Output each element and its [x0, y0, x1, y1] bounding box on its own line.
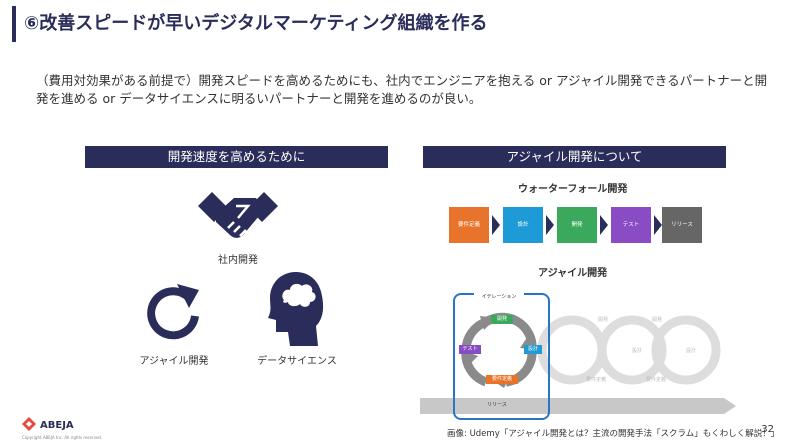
waterfall-arrow	[654, 215, 662, 235]
agile-step-develop: 開発	[491, 315, 513, 324]
waterfall-arrow	[546, 215, 554, 235]
waterfall-step-develop: 開発	[557, 207, 597, 243]
page-title: ⑥改善スピードが早いデジタルマーケティング組織を作る	[24, 13, 488, 34]
waterfall-step-design: 設計	[503, 207, 543, 243]
title-accent-bar	[12, 6, 16, 42]
iteration-label: イテレーション	[474, 293, 524, 302]
label-data-science: データサイエンス	[257, 356, 337, 367]
image-credit: 画像: Udemy「アジャイル開発とは？主流の開発手法「スクラム」もくわしく解説…	[447, 429, 780, 439]
right-panel-header: アジャイル開発について	[423, 146, 726, 168]
label-in-house-dev: 社内開発	[218, 255, 258, 266]
left-panel-header: 開発速度を高めるために	[85, 146, 388, 168]
ghost-label: 要件定義	[586, 377, 607, 383]
label-agile-dev: アジャイル開発	[139, 356, 209, 367]
logo-text: ABEJA	[40, 420, 74, 431]
agile-title: アジャイル開発	[538, 268, 608, 279]
page-number: 32	[761, 424, 774, 435]
ghost-label: 開発	[652, 317, 663, 323]
agile-step-design: 設計	[524, 345, 542, 354]
waterfall-step-requirements: 要件定義	[449, 207, 489, 243]
waterfall-arrow	[600, 215, 608, 235]
ghost-label: 設計	[686, 348, 697, 354]
waterfall-step-release: リリース	[662, 207, 702, 243]
abeja-logo: ABEJA	[22, 416, 86, 435]
waterfall-step-test: テスト	[611, 207, 651, 243]
agile-step-test: テスト	[459, 345, 481, 354]
waterfall-title: ウォーターフォール開発	[518, 184, 628, 195]
handshake-icon	[198, 192, 278, 248]
copyright: Copyright ABEJA Inc. All rights reserved…	[22, 435, 103, 440]
ghost-label: 要件定義	[646, 377, 667, 383]
release-label: リリース	[487, 402, 507, 408]
ghost-label: 設計	[632, 348, 643, 354]
agile-step-requirements: 要件定義	[486, 375, 518, 384]
cycle-arrow-icon	[143, 280, 203, 346]
head-brain-icon	[266, 270, 326, 354]
ghost-label: 開発	[598, 317, 609, 323]
waterfall-arrow	[492, 215, 500, 235]
intro-text: （費用対効果がある前提で）開発スピードを高めるためにも、社内でエンジニアを抱える…	[36, 73, 768, 106]
